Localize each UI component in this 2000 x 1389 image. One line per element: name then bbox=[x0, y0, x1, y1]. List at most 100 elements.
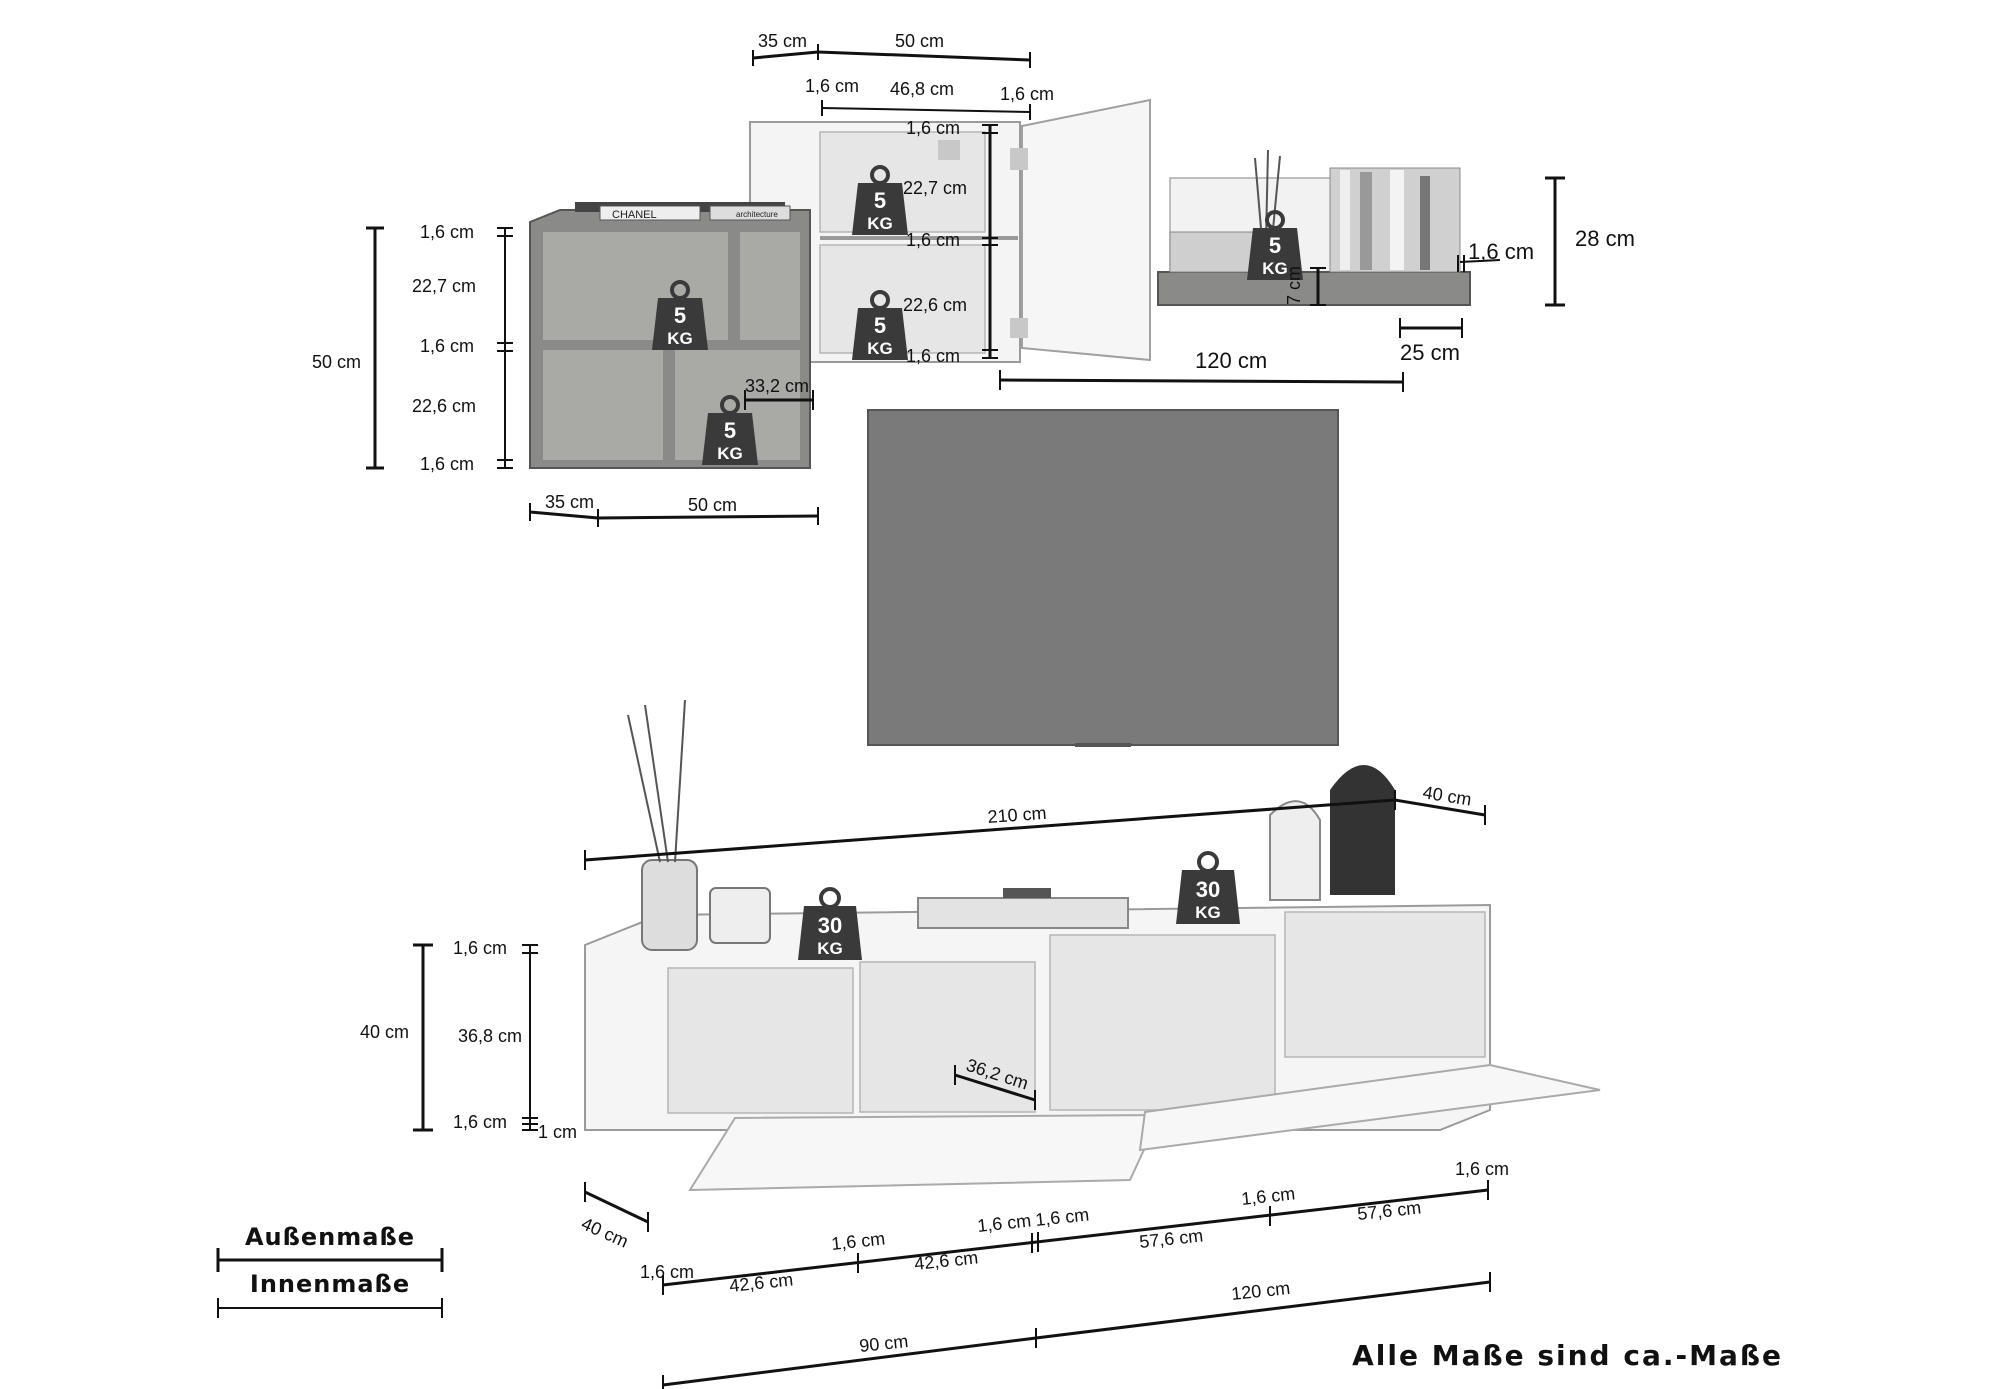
dimension-label: 120 cm bbox=[1195, 348, 1267, 373]
book bbox=[1420, 176, 1430, 270]
weight-unit: KG bbox=[817, 939, 843, 958]
reed-stick bbox=[627, 714, 661, 863]
dimension-label: 1,6 cm bbox=[420, 454, 474, 474]
tv-board-flap-left bbox=[688, 1113, 1162, 1192]
dimension-label: 1,6 cm bbox=[453, 938, 507, 958]
tv-board bbox=[584, 699, 1601, 1192]
white-vase bbox=[1269, 800, 1321, 901]
weight-icon bbox=[798, 906, 862, 960]
weight-unit: KG bbox=[867, 339, 893, 358]
dimension-line bbox=[529, 510, 599, 520]
dimension-label: 1,6 cm bbox=[1000, 84, 1054, 104]
dimension-labels: 35 cm 50 cm 1,6 cm 46,8 cm 1,6 cm 1,6 cm… bbox=[312, 31, 1635, 1356]
weight-badge-5kg: 5 KG bbox=[1247, 210, 1303, 280]
dimension-label: 1,6 cm bbox=[640, 1262, 694, 1282]
hinge-icon bbox=[938, 140, 960, 160]
wall-cabinet-lower-compartment bbox=[819, 244, 986, 354]
dimension-label: 50 cm bbox=[688, 495, 737, 515]
open-shelf-lower-left bbox=[543, 350, 663, 460]
dimension-line bbox=[1394, 798, 1486, 817]
tv-screen bbox=[867, 409, 1339, 746]
book-label: CHANEL bbox=[612, 209, 657, 221]
remote-control bbox=[1003, 888, 1051, 898]
wall-shelf bbox=[1157, 149, 1471, 306]
dimension-label: 57,6 cm bbox=[1356, 1197, 1422, 1224]
dimension-line bbox=[597, 514, 819, 520]
dimension-label: 28 cm bbox=[1575, 226, 1635, 251]
dimension-label: 1,6 cm bbox=[976, 1210, 1032, 1236]
weight-icon bbox=[819, 887, 841, 909]
dimension-label: 1,6 cm bbox=[420, 336, 474, 356]
dimension-label: 1,6 cm bbox=[906, 346, 960, 366]
tv-board-compartment bbox=[859, 961, 1036, 1113]
dimension-label: 22,6 cm bbox=[903, 295, 967, 315]
dimension-label: 1,6 cm bbox=[1468, 239, 1534, 264]
dimension-label: 1,6 cm bbox=[1455, 1159, 1509, 1179]
candle bbox=[709, 887, 771, 944]
weight-number: 5 bbox=[1269, 233, 1281, 258]
dimension-label: 35 cm bbox=[758, 31, 807, 51]
weight-badge-30kg: 30 KG bbox=[798, 887, 862, 960]
dimension-label: 1,6 cm bbox=[453, 1112, 507, 1132]
dimension-label: 1,6 cm bbox=[805, 76, 859, 96]
dimension-label: 36,8 cm bbox=[458, 1026, 522, 1046]
dimension-label: 1,6 cm bbox=[420, 222, 474, 242]
dimension-line bbox=[1035, 1280, 1491, 1340]
black-vase bbox=[1330, 765, 1395, 895]
weight-icon bbox=[852, 183, 908, 235]
footer-note: Alle Maße sind ca.-Maße bbox=[1352, 1339, 1783, 1372]
weight-number: 5 bbox=[674, 303, 686, 328]
dimension-label: 33,2 cm bbox=[745, 376, 809, 396]
dimension-label: 42,6 cm bbox=[728, 1269, 794, 1296]
dimension-lines bbox=[366, 44, 1565, 1389]
dimension-label: 42,6 cm bbox=[913, 1247, 979, 1274]
receiver-box bbox=[917, 897, 1129, 929]
weight-badge-30kg: 30 KG bbox=[1176, 851, 1240, 924]
dimension-label: 1,6 cm bbox=[830, 1228, 886, 1254]
weight-icon bbox=[652, 298, 708, 350]
dimension-line bbox=[584, 798, 1396, 862]
tv-board-flap-right bbox=[1138, 1063, 1601, 1152]
dimension-label: 40 cm bbox=[360, 1022, 409, 1042]
dimension-label: 7 cm bbox=[1284, 266, 1304, 305]
dimension-label: 40 cm bbox=[578, 1213, 631, 1251]
dimension-line bbox=[817, 50, 1031, 62]
weight-icon bbox=[852, 308, 908, 360]
weight-icon bbox=[1176, 870, 1240, 924]
weight-badge-5kg: 5 KG bbox=[852, 290, 908, 360]
dimension-line bbox=[1459, 259, 1501, 263]
dimension-label: 50 cm bbox=[312, 352, 361, 372]
dimension-line bbox=[584, 1190, 649, 1224]
weight-badge-5kg: 5 KG bbox=[652, 280, 708, 350]
weight-unit: KG bbox=[867, 214, 893, 233]
dimension-line bbox=[752, 50, 819, 60]
weight-unit: KG bbox=[717, 444, 743, 463]
tv-stand bbox=[1075, 743, 1131, 747]
dimension-line bbox=[954, 1073, 1036, 1102]
book bbox=[1340, 170, 1350, 270]
weight-icon bbox=[1247, 228, 1303, 280]
book bbox=[709, 205, 791, 221]
open-shelf-upper-right bbox=[740, 232, 800, 340]
dimension-line bbox=[999, 378, 1404, 384]
dimension-line bbox=[662, 1188, 1489, 1287]
diffuser-bottle bbox=[641, 859, 698, 951]
dimension-label: 35 cm bbox=[545, 492, 594, 512]
weight-badge-5kg: 5 KG bbox=[852, 165, 908, 235]
wall-shelf-board bbox=[1157, 271, 1471, 306]
weight-unit: KG bbox=[667, 329, 693, 348]
book-label: architecture bbox=[736, 210, 778, 219]
book bbox=[1390, 170, 1404, 270]
dimension-label: 22,7 cm bbox=[412, 276, 476, 296]
dimension-line bbox=[821, 107, 1031, 113]
weight-badge-5kg: 5 KG bbox=[702, 395, 758, 465]
legend-outer-label: Außenmaße bbox=[245, 1223, 415, 1251]
reed-stick bbox=[674, 699, 686, 863]
weight-icon bbox=[702, 413, 758, 465]
dimension-label: 1,6 cm bbox=[1034, 1204, 1090, 1230]
hinge-icon bbox=[1010, 318, 1028, 338]
dimension-label: 22,7 cm bbox=[903, 178, 967, 198]
weight-number: 30 bbox=[1196, 877, 1220, 902]
dimension-line bbox=[662, 1336, 1037, 1387]
dimension-label: 25 cm bbox=[1400, 340, 1460, 365]
